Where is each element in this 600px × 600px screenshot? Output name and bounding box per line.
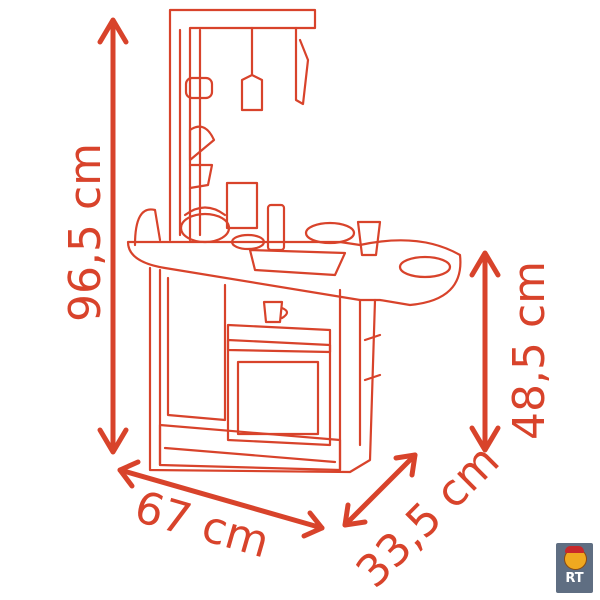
depth-arrow: [342, 452, 418, 528]
logo-text: RT: [565, 571, 584, 586]
height-counter-label: 48,5 cm: [504, 261, 555, 440]
pirate-hat-icon: [565, 546, 584, 553]
height-total-arrow: [97, 17, 129, 455]
rt-logo: RT: [556, 543, 593, 593]
width-arrow: [117, 459, 325, 539]
height-total-label: 96,5 cm: [60, 143, 111, 322]
height-counter-arrow: [469, 250, 501, 453]
kitchen-outline: [126, 8, 462, 474]
